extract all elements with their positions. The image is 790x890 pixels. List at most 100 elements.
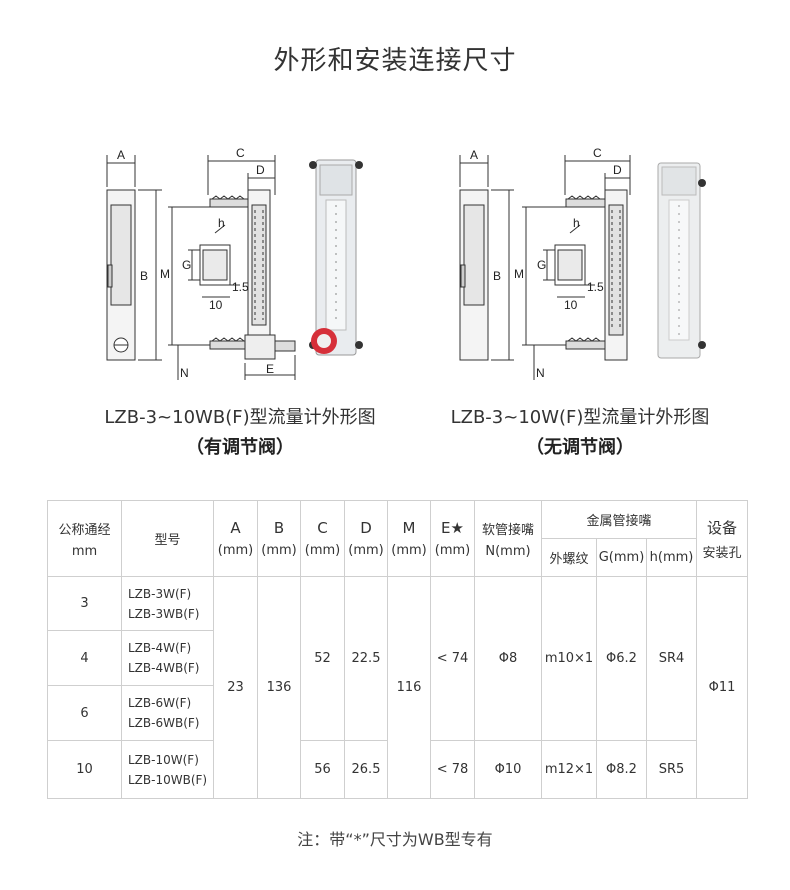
dim-10: 10 bbox=[564, 298, 578, 312]
model-name: LZB-4WB(F) bbox=[128, 661, 200, 675]
header-e-label: E★ bbox=[441, 519, 464, 537]
header-d-label: D bbox=[360, 519, 372, 537]
header-b: B (mm) bbox=[257, 500, 301, 577]
dim-d: D bbox=[613, 163, 622, 177]
figure-subcaption-right: （无调节阀） bbox=[526, 437, 634, 458]
header-metal-h: h(mm) bbox=[645, 538, 698, 577]
cell-dn: 4 bbox=[47, 630, 122, 686]
table-row: 3 LZB-3W(F)LZB-3WB(F) 23 136 52 22.5 116… bbox=[47, 576, 749, 799]
header-m: M (mm) bbox=[387, 500, 431, 577]
dim-b: B bbox=[140, 269, 148, 283]
cell-m: 116 bbox=[387, 576, 431, 799]
dim-a: A bbox=[117, 148, 125, 162]
flowmeter-photo-with-valve bbox=[309, 159, 363, 356]
cell-d: 22.5 bbox=[344, 576, 388, 741]
header-e: E★ (mm) bbox=[430, 500, 475, 577]
dim-h: h bbox=[218, 216, 225, 230]
cell-dn: 3 bbox=[47, 576, 122, 631]
cell-model: LZB-6W(F) LZB-6WB(F) bbox=[121, 685, 214, 741]
header-m-label: M bbox=[402, 519, 416, 537]
cell-g: Φ6.2 bbox=[596, 576, 647, 741]
header-hole-line1: 设备 bbox=[707, 518, 738, 537]
header-metal-nozzle: 金属管接嘴 bbox=[540, 500, 698, 539]
dim-m: M bbox=[514, 267, 524, 281]
cell-dn: 10 bbox=[47, 740, 122, 799]
header-dn: 公称通经 mm bbox=[47, 500, 122, 577]
header-model: 型号 bbox=[121, 500, 214, 577]
page-title: 外形和安装连接尺寸 bbox=[273, 46, 517, 76]
dim-a: A bbox=[470, 148, 478, 162]
dim-d: D bbox=[256, 163, 265, 177]
cell-c: 52 bbox=[300, 576, 345, 741]
flowmeter-drawing-without-valve: A B C D G M N h 10 1.5 bbox=[459, 146, 706, 380]
header-hole: 设备安装孔 bbox=[696, 500, 749, 577]
dim-c: C bbox=[593, 146, 602, 160]
cell-model: LZB-10W(F) LZB-10WB(F) bbox=[121, 740, 214, 799]
cell-a: 23 bbox=[213, 576, 258, 799]
model-name: LZB-6W(F) bbox=[128, 696, 192, 710]
dim-10: 10 bbox=[209, 298, 223, 312]
cell-c: 56 bbox=[300, 740, 345, 799]
model-name: LZB-10W(F) bbox=[128, 752, 199, 767]
header-hole-line2: 安装孔 bbox=[702, 545, 742, 561]
model-name: LZB-6WB(F) bbox=[128, 716, 200, 730]
header-b-label: B bbox=[273, 519, 285, 537]
cell-model: LZB-4W(F) LZB-4WB(F) bbox=[121, 630, 214, 686]
dim-n: N bbox=[180, 366, 189, 380]
figure-subcaption-left: （有调节阀） bbox=[186, 437, 294, 458]
cell-n: Φ10 bbox=[474, 740, 542, 799]
header-b-unit: (mm) bbox=[261, 543, 297, 558]
cell-dn: 6 bbox=[47, 685, 122, 741]
header-c-label: C bbox=[317, 519, 328, 537]
dim-c: C bbox=[236, 146, 245, 160]
cell-d: 26.5 bbox=[344, 740, 388, 799]
header-metal-g: G(mm) bbox=[596, 538, 647, 577]
dim-m: M bbox=[160, 267, 170, 281]
dim-g: G bbox=[537, 258, 546, 272]
figure-caption-right: LZB-3~10W(F)型流量计外形图 bbox=[450, 407, 710, 428]
header-d: D (mm) bbox=[344, 500, 388, 577]
dim-1-5: 1.5 bbox=[587, 280, 604, 294]
cell-e: < 74 bbox=[430, 576, 475, 741]
cell-n: Φ8 bbox=[474, 576, 542, 741]
dim-b: B bbox=[493, 269, 501, 283]
cell-thread: m10×1 bbox=[541, 576, 597, 741]
model-name: LZB-3W(F) bbox=[128, 586, 192, 601]
model-name: LZB-4W(F) bbox=[128, 641, 192, 655]
cell-b: 136 bbox=[257, 576, 301, 799]
cell-thread: m12×1 bbox=[541, 740, 597, 799]
flowmeter-drawing-with-valve: A B C D E G M N h 10 1.5 bbox=[106, 146, 363, 380]
header-a-unit: (mm) bbox=[217, 543, 254, 558]
spec-table: 公称通经 mm 型号 A (mm) B (mm) C (mm) D (mm) M (mm)… bbox=[47, 500, 749, 799]
dim-e: E bbox=[266, 362, 274, 376]
header-e-unit: (mm) bbox=[434, 543, 471, 558]
model-name: LZB-10WB(F) bbox=[128, 772, 208, 787]
cell-model: LZB-3W(F)LZB-3WB(F) bbox=[121, 576, 214, 631]
header-c: C (mm) bbox=[300, 500, 345, 577]
header-soft-nozzle: 软管接嘴 N(mm) bbox=[474, 500, 542, 577]
table-row: 4 LZB-4W(F) LZB-4WB(F) bbox=[47, 630, 748, 686]
cell-e: < 78 bbox=[430, 740, 475, 799]
dim-h: h bbox=[573, 216, 580, 230]
flowmeter-photo-without-valve bbox=[657, 162, 706, 359]
footnote: 注：带“*”尺寸为WB型专有 bbox=[297, 830, 493, 849]
cell-h: SR4 bbox=[645, 576, 698, 741]
dim-g: G bbox=[182, 258, 191, 272]
dim-1-5: 1.5 bbox=[232, 280, 249, 294]
header-soft-unit: N(mm) bbox=[485, 543, 531, 559]
header-metal-thread: 外螺纹 bbox=[541, 538, 597, 577]
header-dn-label: 公称通经 bbox=[58, 522, 111, 538]
cell-h: SR5 bbox=[645, 740, 698, 799]
header-soft-label: 软管接嘴 bbox=[481, 522, 534, 538]
cell-hole: Φ11 bbox=[696, 576, 749, 799]
header-m-unit: (mm) bbox=[391, 543, 427, 558]
figure-caption-left: LZB-3~10WB(F)型流量计外形图 bbox=[104, 407, 376, 428]
table-row: 10 LZB-10W(F) LZB-10WB(F) 56 26.5 < 78 Φ1… bbox=[47, 740, 748, 799]
header-c-unit: (mm) bbox=[304, 543, 341, 558]
cell-g: Φ8.2 bbox=[596, 740, 647, 799]
header-a: A (mm) bbox=[213, 500, 258, 577]
header-dn-unit: mm bbox=[71, 543, 98, 559]
header-a-label: A bbox=[230, 519, 241, 537]
header-d-unit: (mm) bbox=[348, 543, 384, 558]
table-row: 6 LZB-6W(F) LZB-6WB(F) bbox=[47, 685, 748, 741]
